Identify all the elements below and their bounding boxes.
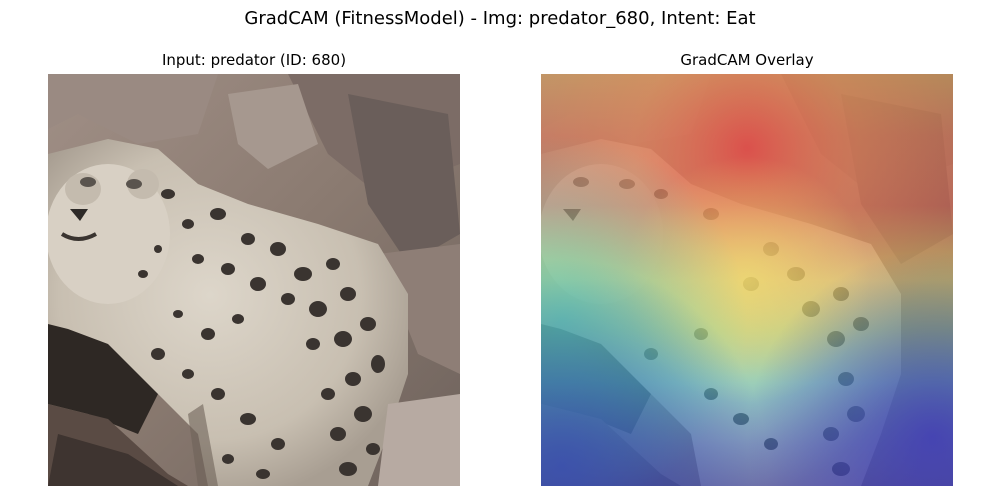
figure-title: GradCAM (FitnessModel) - Img: predator_6… (244, 8, 756, 29)
input-image (48, 74, 460, 486)
overlay-panel-title: GradCAM Overlay (680, 51, 814, 69)
photo-content (48, 74, 460, 486)
heatmap-layer (541, 74, 953, 486)
input-panel-title: Input: predator (ID: 680) (161, 51, 347, 69)
gradcam-overlay-image (541, 74, 953, 486)
